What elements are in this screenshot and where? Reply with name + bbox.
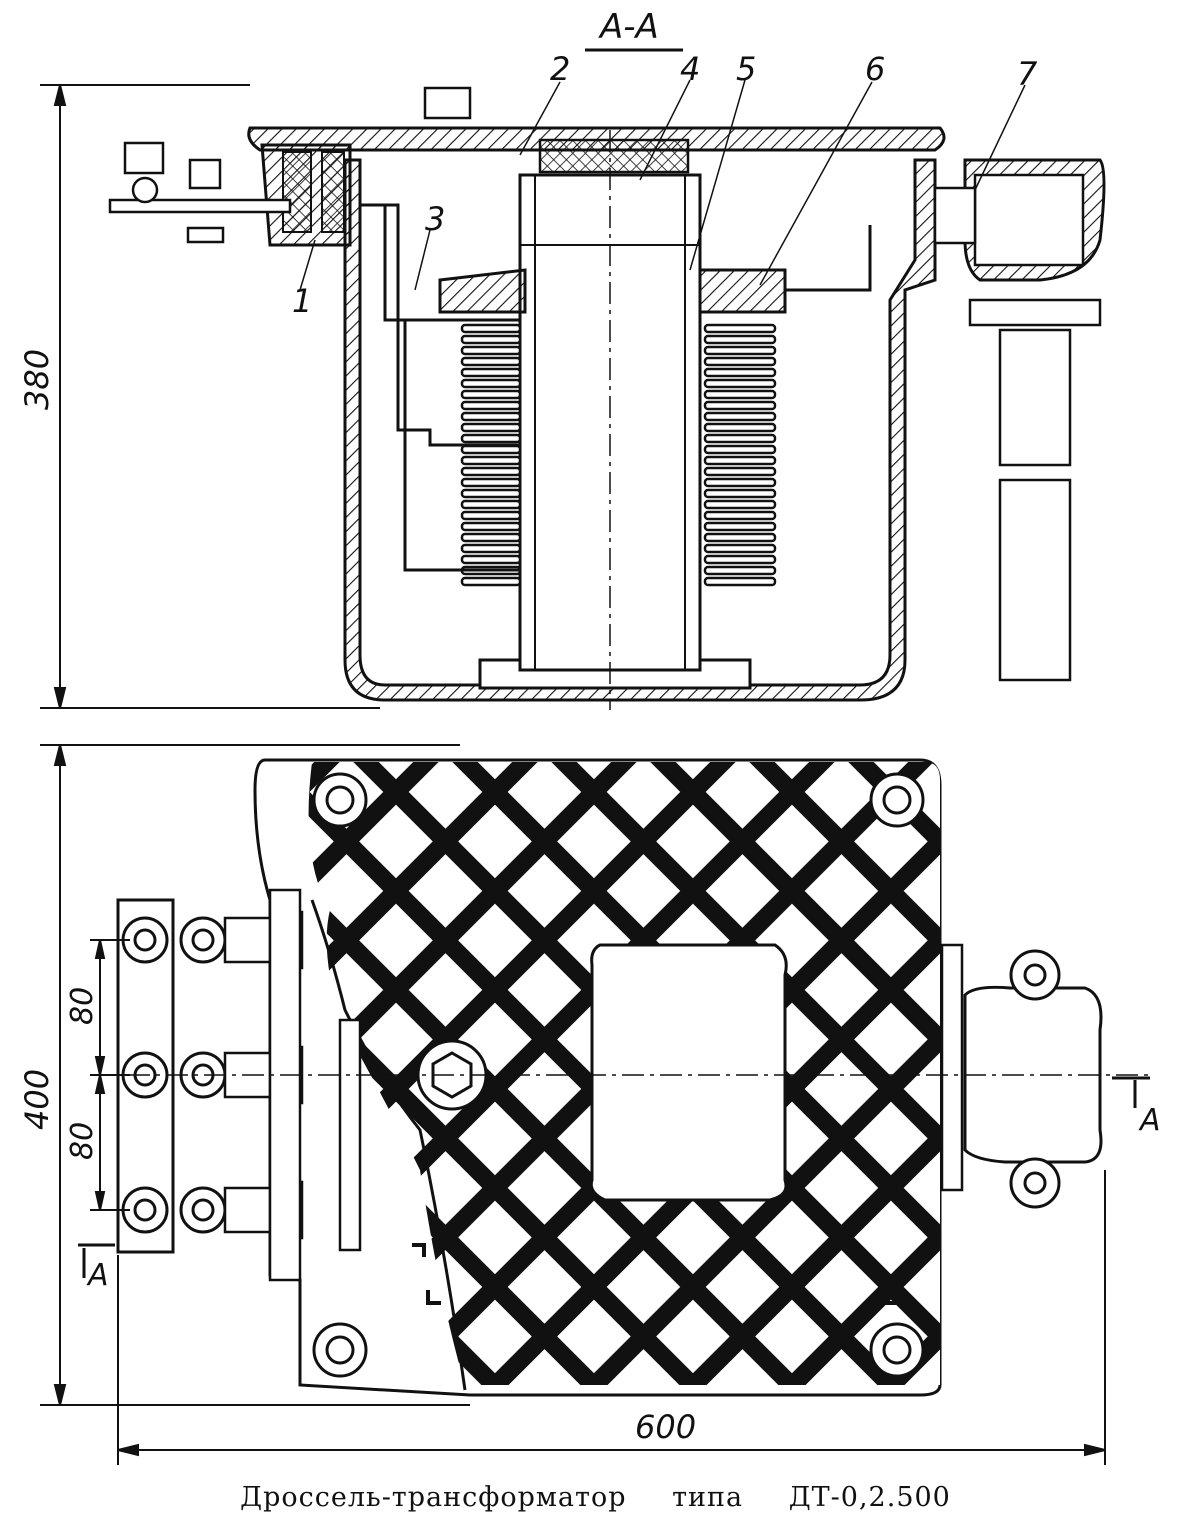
winding-turn bbox=[703, 444, 777, 455]
winding-turn bbox=[703, 345, 777, 356]
winding-turn bbox=[460, 422, 522, 433]
winding-turn bbox=[460, 576, 522, 587]
bolt bbox=[869, 772, 925, 828]
winding-turn bbox=[460, 532, 522, 543]
winding-turn bbox=[703, 510, 777, 521]
transformer-plan-view bbox=[90, 758, 1150, 1397]
winding-turn bbox=[703, 576, 777, 587]
dimension-380-label: 380 bbox=[18, 349, 56, 410]
winding-turn bbox=[460, 543, 522, 554]
winding-turn bbox=[460, 323, 522, 334]
callout-1: 1 bbox=[292, 282, 312, 320]
section-marker-right bbox=[1112, 1076, 1150, 1108]
winding-turn bbox=[703, 334, 777, 345]
winding-turn bbox=[703, 356, 777, 367]
winding-turn bbox=[460, 554, 522, 565]
section-marker-left bbox=[78, 1243, 115, 1278]
dimension-80-lower-label: 80 bbox=[65, 1122, 100, 1160]
winding-turn bbox=[460, 433, 522, 444]
winding-turn bbox=[703, 488, 777, 499]
callout-5: 5 bbox=[736, 50, 756, 88]
terminal-nut bbox=[179, 916, 227, 964]
figure-caption: Дроссель-трансформатор типа ДТ-0,2.500 bbox=[0, 1482, 1191, 1513]
winding-turn bbox=[703, 565, 777, 576]
winding-turn bbox=[460, 345, 522, 356]
winding-turn bbox=[460, 389, 522, 400]
section-marker-right-label: А bbox=[1138, 1103, 1161, 1138]
callout-4: 4 bbox=[680, 50, 700, 88]
winding-turn bbox=[460, 400, 522, 411]
winding-turn bbox=[703, 422, 777, 433]
winding-turn bbox=[703, 389, 777, 400]
dimension-pitch bbox=[90, 939, 130, 1211]
section-title-text: А-А bbox=[598, 7, 659, 47]
terminal-lead bbox=[223, 916, 272, 964]
transformer-section-view bbox=[108, 79, 1106, 710]
caption-word: типа bbox=[672, 1482, 744, 1513]
winding-turn bbox=[460, 356, 522, 367]
winding-turn bbox=[460, 488, 522, 499]
winding-turn bbox=[460, 334, 522, 345]
winding-turn bbox=[703, 455, 777, 466]
winding-turn bbox=[703, 323, 777, 334]
winding-turn bbox=[703, 400, 777, 411]
winding-turn bbox=[460, 444, 522, 455]
bolt bbox=[312, 772, 368, 828]
bolt bbox=[869, 1322, 925, 1378]
section-title: А-А bbox=[585, 7, 683, 52]
dimension-400-label: 400 bbox=[18, 1069, 56, 1130]
callout-7: 7 bbox=[1017, 55, 1038, 93]
dimension-width-plan bbox=[117, 1170, 1106, 1465]
winding-turn bbox=[460, 367, 522, 378]
terminal-lead bbox=[223, 1186, 272, 1234]
winding-turn bbox=[460, 521, 522, 532]
winding-turn bbox=[460, 455, 522, 466]
caption-name: Дроссель-трансформатор bbox=[240, 1482, 627, 1513]
winding-turn bbox=[703, 411, 777, 422]
callout-6: 6 bbox=[865, 50, 885, 88]
winding-turn bbox=[703, 466, 777, 477]
section-marker-left-label: А bbox=[86, 1258, 109, 1293]
winding-turn bbox=[703, 521, 777, 532]
winding-turn bbox=[460, 466, 522, 477]
winding-turn bbox=[460, 411, 522, 422]
winding-turn bbox=[703, 477, 777, 488]
winding-turn bbox=[703, 554, 777, 565]
terminal-nut bbox=[179, 1186, 227, 1234]
callout-3: 3 bbox=[425, 200, 445, 238]
winding-turn bbox=[703, 543, 777, 554]
winding-turn bbox=[460, 499, 522, 510]
winding-turn bbox=[460, 510, 522, 521]
winding-turn bbox=[703, 532, 777, 543]
dimension-600-label: 600 bbox=[635, 1408, 696, 1446]
dimension-height-plan bbox=[40, 744, 470, 1406]
bolt bbox=[312, 1322, 368, 1378]
winding-turn bbox=[460, 378, 522, 389]
caption-model: ДТ-0,2.500 bbox=[788, 1482, 951, 1513]
winding-turn bbox=[703, 433, 777, 444]
winding-turn bbox=[703, 378, 777, 389]
dimension-height-section bbox=[40, 84, 380, 709]
dimension-80-upper-label: 80 bbox=[65, 987, 100, 1025]
callout-2: 2 bbox=[550, 50, 570, 88]
winding-turn bbox=[703, 367, 777, 378]
winding-turn bbox=[460, 477, 522, 488]
winding-turn bbox=[703, 499, 777, 510]
